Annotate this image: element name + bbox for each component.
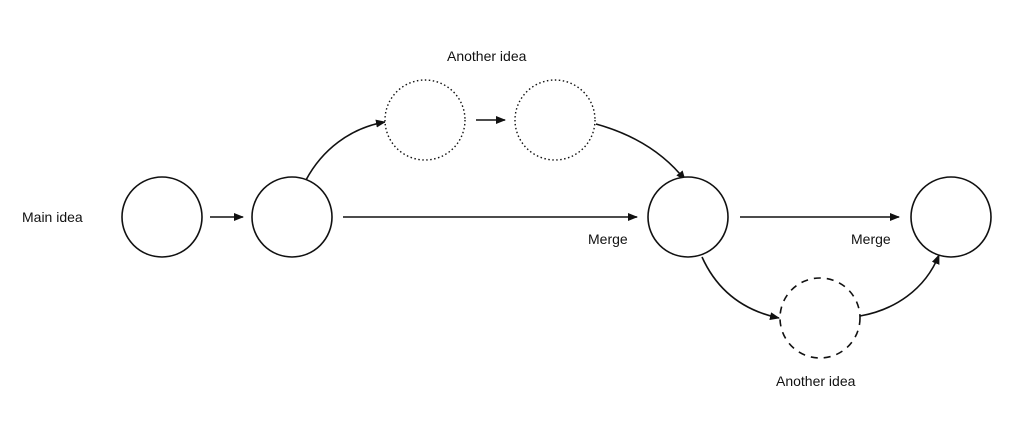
merge-right-node xyxy=(910,176,992,258)
edge-another-idea-bottom-to-right xyxy=(859,254,940,317)
branch-point-node xyxy=(251,176,333,258)
another-idea-bottom-node xyxy=(779,277,861,359)
another-idea-top-node-2 xyxy=(514,79,596,161)
another-idea-top-node-1 xyxy=(384,79,466,161)
merge-center-label: Merge xyxy=(588,231,628,247)
another-idea-bottom-label: Another idea xyxy=(776,373,856,389)
main-idea-label: Main idea xyxy=(22,209,83,225)
edge-merge-to-another-idea-bottom xyxy=(701,256,780,321)
main-idea-node xyxy=(121,176,203,258)
merge-center-node xyxy=(647,176,729,258)
edge-another-idea-top-to-merge xyxy=(595,123,686,181)
merge-right-label: Merge xyxy=(851,231,891,247)
edge-branch-to-another-idea-top xyxy=(305,119,386,181)
another-idea-top-label: Another idea xyxy=(447,48,527,64)
